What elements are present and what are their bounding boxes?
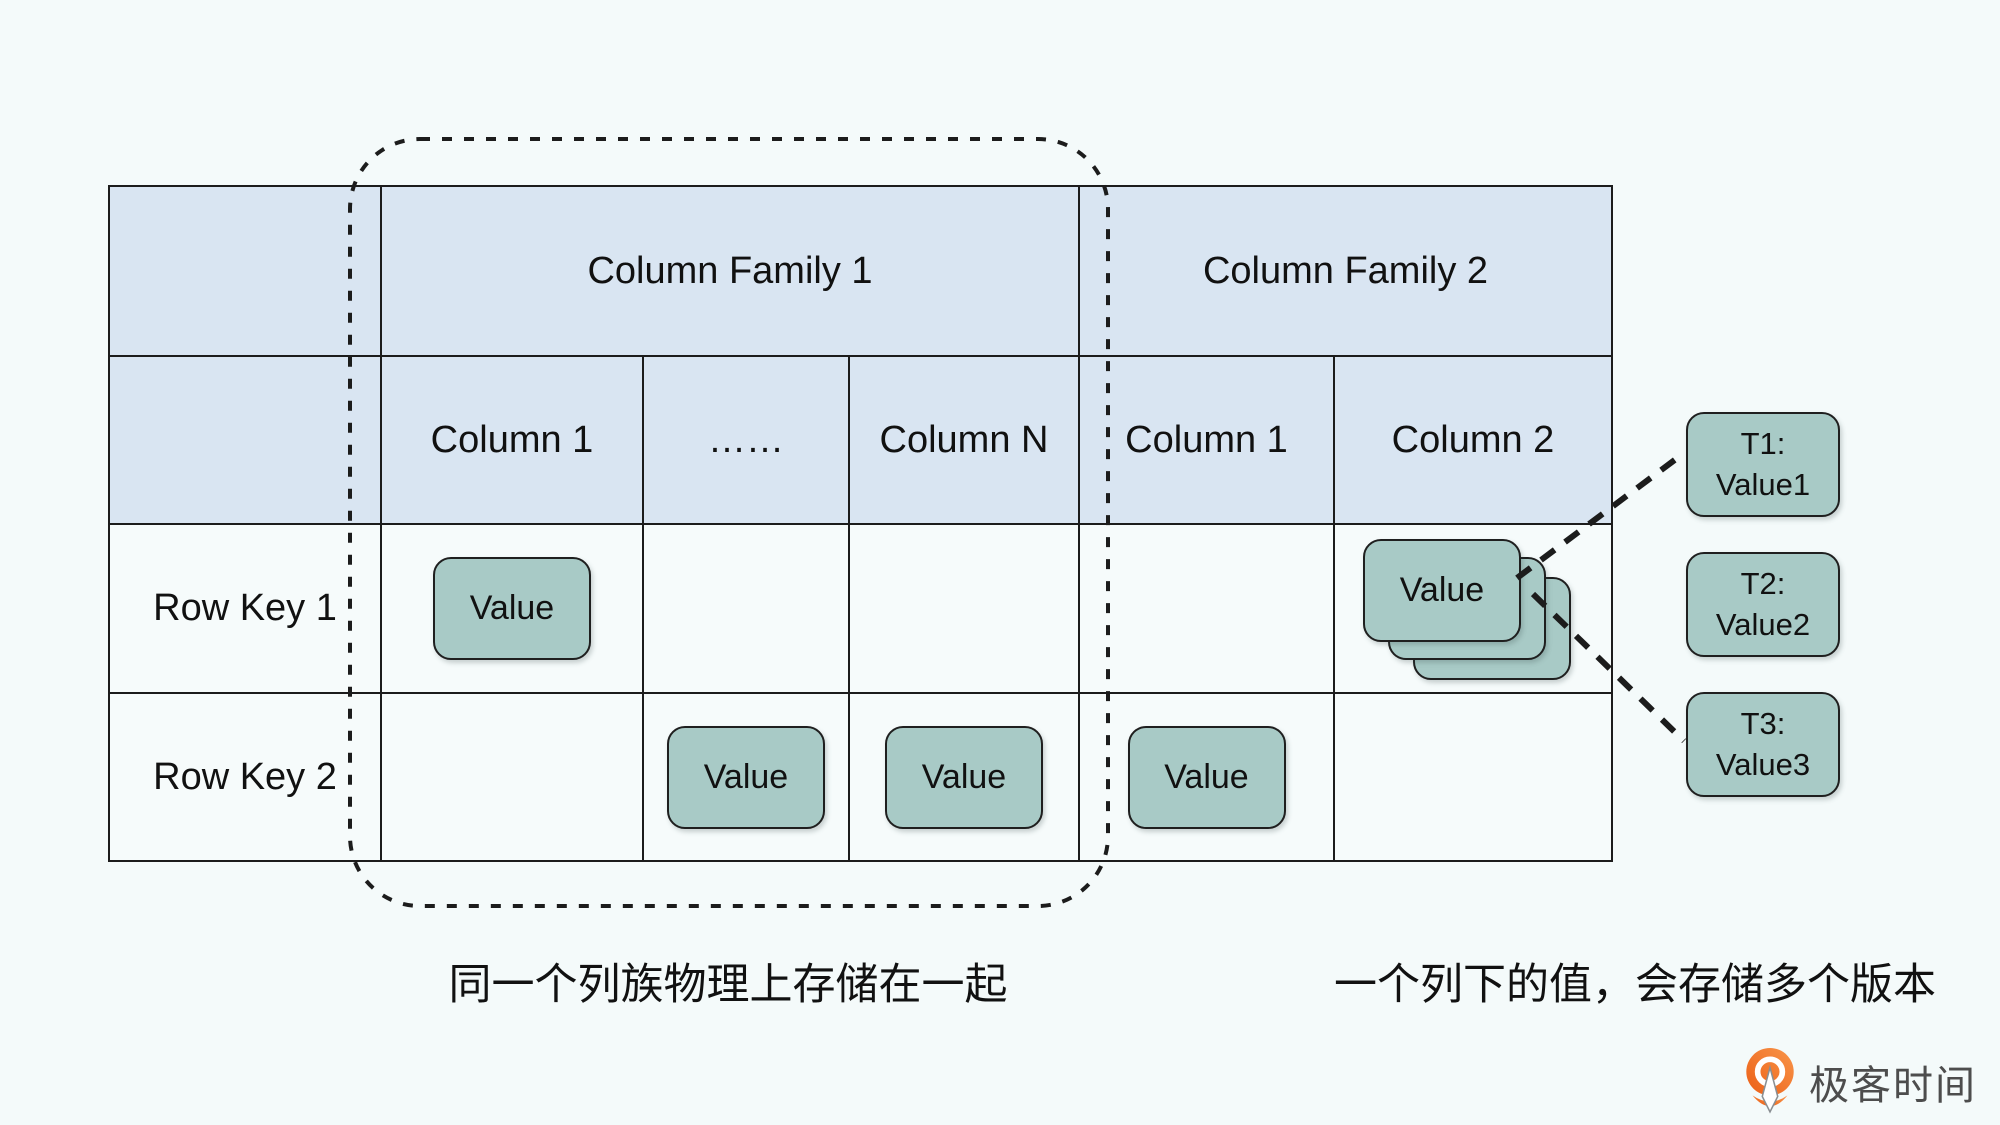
geektime-logo-icon: [1746, 1048, 1794, 1114]
version-box-t3-value: Value3: [1715, 746, 1811, 782]
value-box-rk2-cf1cn: Value: [885, 725, 1043, 829]
version-box-t3-time: T3:: [1740, 705, 1786, 741]
geektime-logo-text: 极客时间: [1809, 1064, 1977, 1108]
value-box-rk1-cf1c1: Value: [433, 557, 591, 660]
cf2-column-2-header: Column 2: [1335, 357, 1613, 525]
cell-rk1-cf2c1: [1080, 525, 1335, 694]
cell-rk2-cf1-ellipsis: Value: [644, 694, 850, 862]
version-box-t2-value: Value2: [1715, 606, 1811, 642]
cell-rk1-cf1-ellipsis: [644, 525, 850, 694]
cell-rk1-cf1cn: [850, 525, 1080, 694]
geektime-logo: 极客时间: [1744, 1048, 1977, 1116]
corner-header-cell: [110, 187, 382, 357]
cf1-column-n-header: Column N: [850, 357, 1080, 525]
value-box-rk2-cf2c1: Value: [1127, 725, 1286, 829]
version-box-t1: T1: Value1: [1686, 412, 1840, 517]
row-key-1-cell: Row Key 1: [110, 525, 382, 694]
caption-version-note: 一个列下的值，会存储多个版本: [1334, 961, 1936, 1009]
value-box-rk2-ellipsis: Value: [667, 725, 825, 829]
version-box-t2-time: T2:: [1740, 565, 1786, 601]
row-key-2-cell: Row Key 2: [110, 694, 382, 862]
cf1-column-1-header: Column 1: [382, 357, 644, 525]
cf2-column-1-header: Column 1: [1080, 357, 1335, 525]
version-box-t1-time: T1:: [1740, 425, 1786, 461]
cell-rk2-cf1c1: [382, 694, 644, 862]
column-family-2-header: Column Family 2: [1080, 187, 1613, 357]
hbase-table: Column Family 1 Column Family 2 Column 1…: [108, 185, 1613, 862]
subheader-blank-cell: [110, 357, 382, 525]
caption-column-family-note: 同一个列族物理上存储在一起: [448, 961, 1008, 1009]
version-box-t2: T2: Value2: [1686, 552, 1840, 657]
cell-rk2-cf1cn: Value: [850, 694, 1080, 862]
cell-rk1-cf2c2-versions: Value: [1335, 525, 1613, 694]
cell-rk2-cf2c2: [1335, 694, 1613, 862]
version-box-t1-value: Value1: [1715, 466, 1811, 502]
column-family-1-header: Column Family 1: [382, 187, 1080, 357]
cf1-ellipsis-header: ……: [644, 357, 850, 525]
version-box-t3: T3: Value3: [1686, 692, 1840, 797]
cell-rk1-cf1c1: Value: [382, 525, 644, 694]
value-box-version-front: Value: [1363, 539, 1521, 642]
cell-rk2-cf2c1: Value: [1080, 694, 1335, 862]
